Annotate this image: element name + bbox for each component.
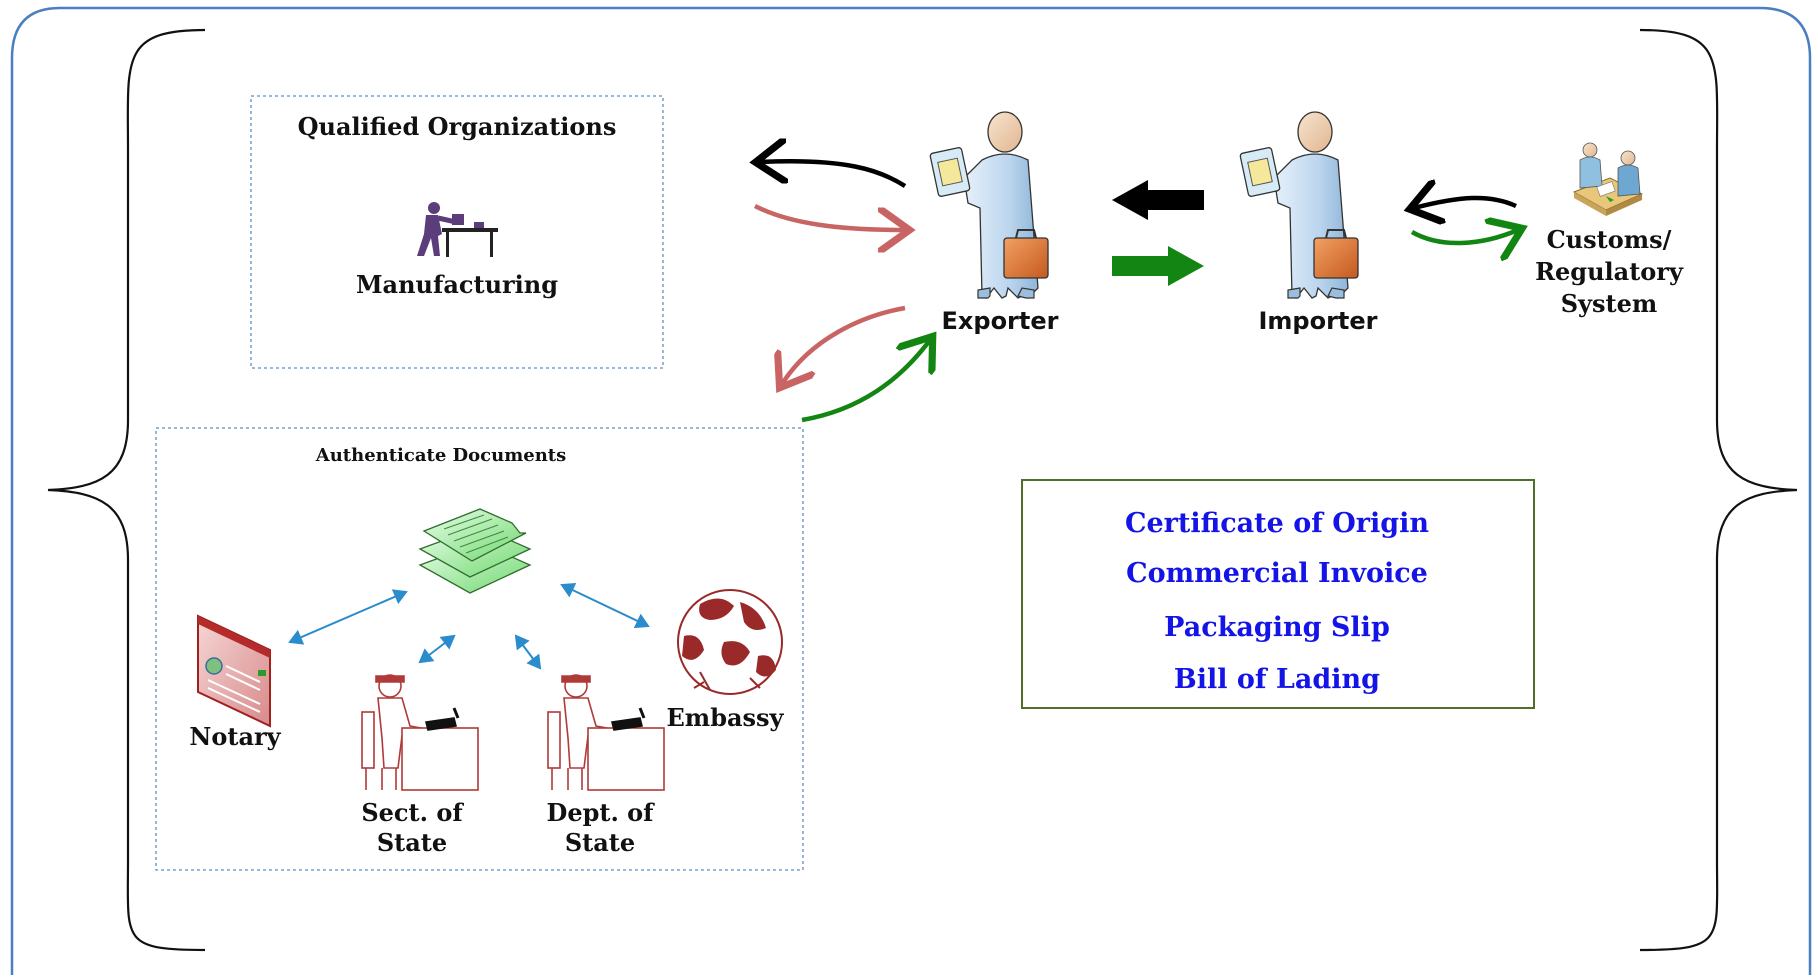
notary-icon [197,614,271,728]
dept-of-state-icon [547,674,665,791]
arrow-customs-to-importer [1414,198,1517,208]
customs-line-1: Customs/ [1546,225,1672,254]
dept-of-state-label: Dept. of State [538,798,662,858]
sect-of-state-line-1: Sect. of [361,798,463,827]
sect-of-state-icon [361,674,479,791]
importer-label: Importer [1258,307,1378,335]
outer-frame [10,6,1812,975]
exporter-label: Exporter [941,307,1059,335]
right-brace [1639,28,1798,952]
arrow-exporter-to-qualified [760,161,907,188]
doc-certificate-of-origin: Certificate of Origin [1124,508,1430,539]
arrow-exporter-to-authenticate [782,305,906,384]
manufacturing-icon [417,202,498,257]
qualified-title: Qualified Organizations [297,112,617,141]
left-brace [47,28,206,952]
doc-packaging-slip: Packaging Slip [1164,612,1390,643]
arrow-authenticate-to-exporter [801,340,930,423]
embassy-label: Embassy [666,703,784,732]
block-arrow-exporter-to-importer [1112,246,1204,286]
arrow-notary-docs [288,589,408,645]
customs-line-2: Regulatory [1535,257,1683,286]
arrow-embassy-docs [560,582,650,629]
documents-box [1021,479,1535,709]
doc-commercial-invoice: Commercial Invoice [1126,558,1428,589]
customs-icon [1572,142,1644,216]
dept-of-state-line-1: Dept. of [546,798,654,827]
notary-label: Notary [189,722,281,751]
exporter-icon [929,111,1049,299]
doc-bill-of-lading: Bill of Lading [1173,664,1381,695]
embassy-globe-icon [677,589,783,695]
sect-of-state-label: Sect. of State [352,798,472,858]
arrow-dept-docs [514,634,542,670]
block-arrow-importer-to-exporter [1112,180,1204,220]
arrow-sect-docs [418,634,456,664]
sect-of-state-line-2: State [376,828,448,857]
arrow-qualified-to-exporter [753,203,905,230]
arrow-importer-to-customs [1410,230,1518,243]
manufacturing-label: Manufacturing [355,270,559,299]
customs-label: Customs/ Regulatory System [1526,224,1692,320]
customs-line-3: System [1560,289,1658,318]
qualified-box [250,95,664,369]
authenticate-box [155,427,804,871]
paper-stack-icon [418,508,532,594]
importer-icon [1239,111,1359,299]
dept-of-state-line-2: State [564,828,636,857]
authenticate-title: Authenticate Documents [315,445,567,466]
